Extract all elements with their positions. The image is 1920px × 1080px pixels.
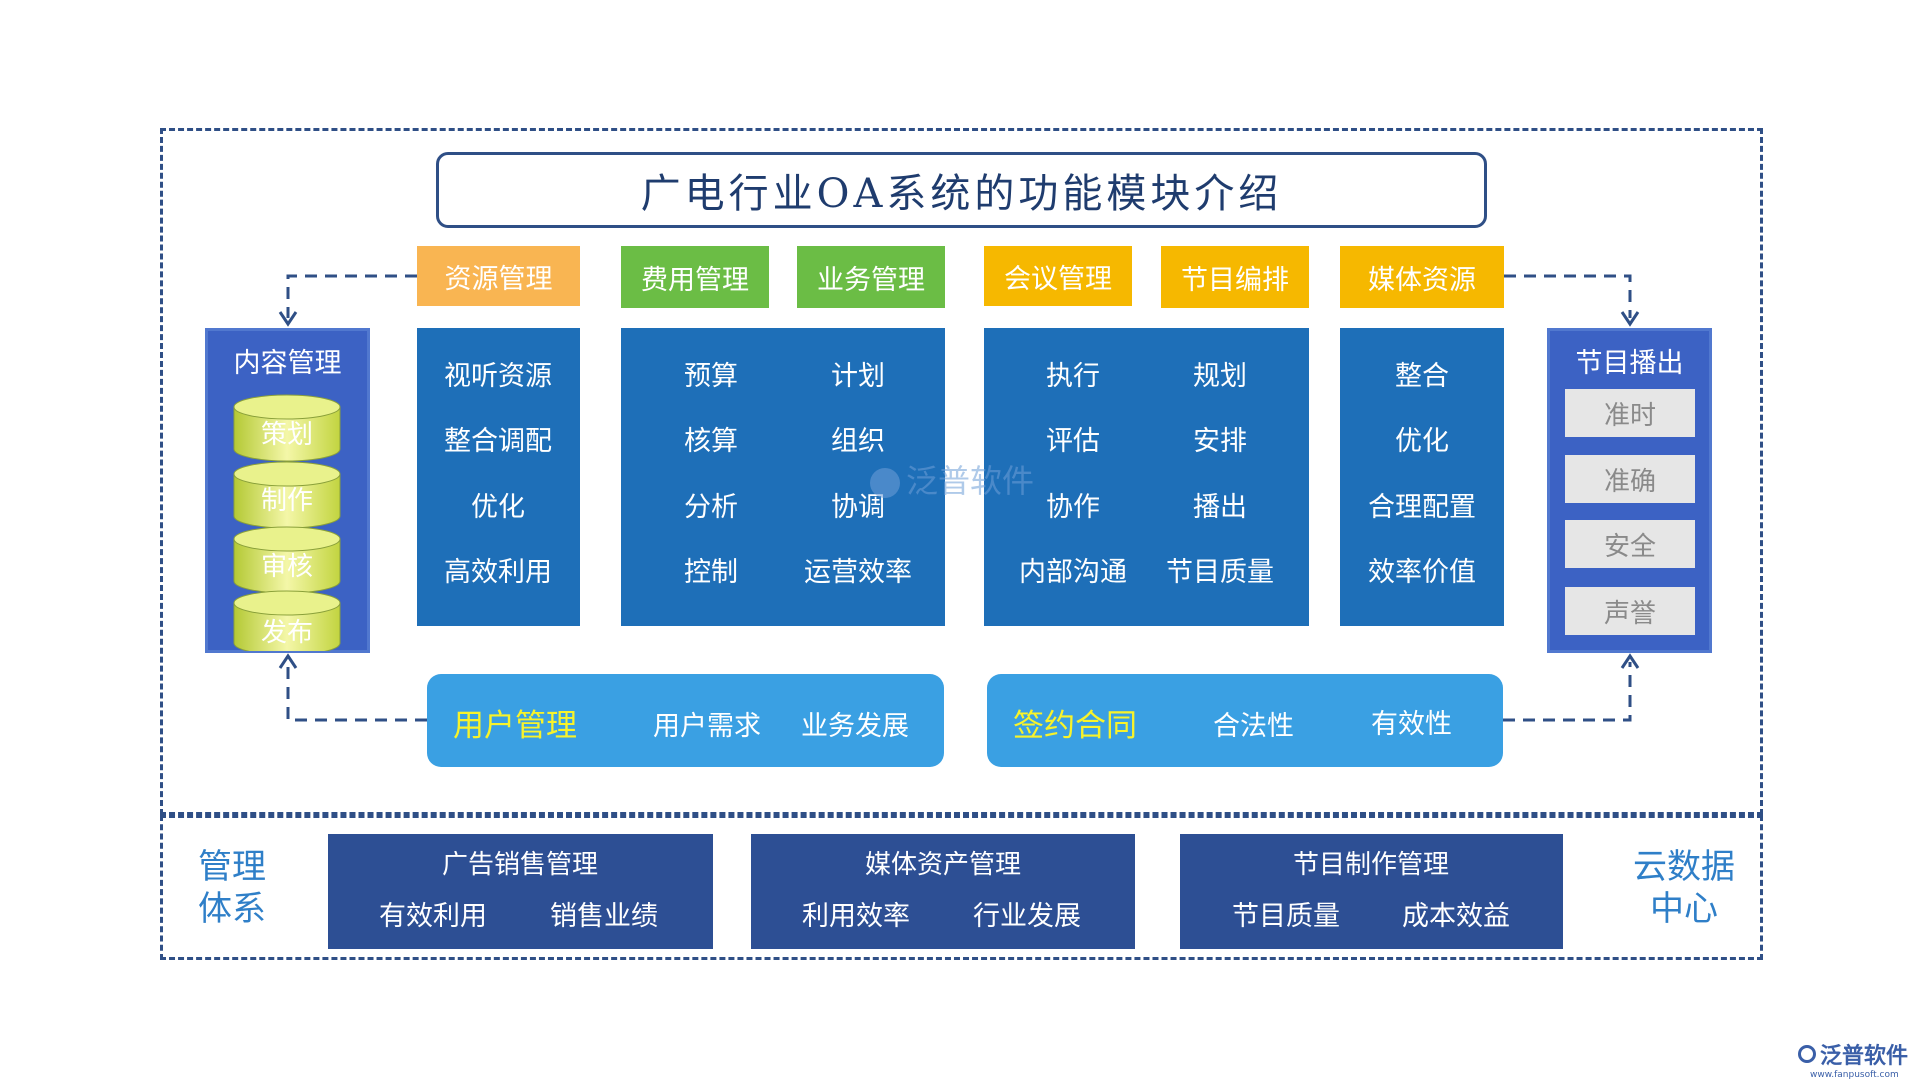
box-title: 广告销售管理 [441, 850, 599, 880]
pill-title: 签约合同 [1013, 708, 1137, 744]
tag-media: 媒体资源 [1340, 246, 1504, 308]
list-item: 整合 [1395, 361, 1449, 392]
list-item: 协调 [831, 492, 885, 523]
upper-frame [160, 128, 1763, 815]
tag-resource: 资源管理 [417, 246, 580, 306]
panel-title: 节目播出 [1575, 348, 1684, 379]
label-line: 云数据 [1633, 847, 1735, 887]
list-item: 计划 [831, 361, 885, 392]
list-item: 组织 [831, 426, 885, 457]
cylinder-stack: 策划 制作 审核 发布 [233, 394, 341, 651]
list-item: 高效利用 [444, 557, 552, 588]
box-title: 节目制作管理 [1292, 850, 1450, 880]
list-item: 规划 [1193, 361, 1247, 392]
list-item: 内部沟通 [1019, 557, 1127, 588]
pill-item: 用户需求 [653, 711, 761, 742]
bottom-box-ad-sales: 广告销售管理 有效利用 销售业绩 [328, 834, 713, 949]
list-item: 整合调配 [444, 426, 552, 457]
lower-frame [160, 815, 1763, 960]
panel-media: 整合 优化 合理配置 效率价值 [1340, 328, 1504, 626]
cylinder-segment: 审核 [233, 526, 341, 594]
label-line: 管理 [198, 847, 266, 887]
bottom-box-media-assets: 媒体资产管理 利用效率 行业发展 [751, 834, 1135, 949]
tag-business: 业务管理 [797, 246, 945, 308]
bottom-box-program-production: 节目制作管理 节目质量 成本效益 [1180, 834, 1563, 949]
list-item: 播出 [1193, 492, 1247, 523]
list-item: 节目质量 [1166, 557, 1274, 588]
panel-meeting-program: 执行 评估 协作 内部沟通 规划 安排 播出 节目质量 [984, 328, 1309, 626]
label-cloud-data-center: 云数据 中心 [1624, 846, 1744, 930]
broadcast-item: 准时 [1565, 389, 1695, 437]
box-item: 成本效益 [1402, 901, 1510, 932]
cylinder-segment: 策划 [233, 394, 341, 462]
cylinder-label: 制作 [261, 486, 313, 516]
cylinder-segment: 发布 [233, 590, 341, 651]
panel-title: 内容管理 [233, 348, 342, 379]
list-item: 优化 [471, 492, 525, 523]
list-item: 分析 [684, 492, 738, 523]
watermark: 泛普软件 [870, 456, 1034, 502]
list-item: 执行 [1046, 361, 1100, 392]
tag-meeting: 会议管理 [984, 246, 1132, 306]
cylinder-label: 审核 [261, 552, 313, 582]
list-item: 控制 [684, 557, 738, 588]
logo-url: www.fanpusoft.com [1810, 1070, 1899, 1080]
panel-content-management: 内容管理 策划 制作 审核 发布 [205, 328, 370, 653]
list-item: 运营效率 [804, 557, 912, 588]
box-item: 销售业绩 [550, 901, 658, 932]
broadcast-item: 声誉 [1565, 587, 1695, 635]
watermark-icon [870, 468, 900, 498]
panel-broadcast: 节目播出 准时 准确 安全 声誉 [1547, 328, 1712, 653]
box-item: 利用效率 [802, 901, 910, 932]
pill-item: 业务发展 [801, 711, 909, 742]
panel-resource: 视听资源 整合调配 优化 高效利用 [417, 328, 580, 626]
list-item: 核算 [684, 426, 738, 457]
label-management-system: 管理 体系 [190, 846, 274, 930]
list-item: 效率价值 [1368, 557, 1476, 588]
list-item: 评估 [1046, 426, 1100, 457]
list-item: 预算 [684, 361, 738, 392]
cylinder-segment: 制作 [233, 461, 341, 529]
pill-item: 合法性 [1213, 711, 1294, 742]
cylinder-label: 发布 [261, 618, 313, 648]
cylinder-label: 策划 [261, 420, 313, 450]
pill-title: 用户管理 [453, 708, 577, 744]
box-item: 行业发展 [973, 901, 1081, 932]
brand-logo: 泛普软件 www.fanpusoft.com [1798, 1038, 1918, 1080]
logo-icon [1798, 1045, 1816, 1063]
label-line: 中心 [1650, 889, 1718, 929]
label-line: 体系 [198, 889, 266, 929]
box-title: 媒体资产管理 [864, 850, 1022, 880]
list-item: 合理配置 [1368, 492, 1476, 523]
broadcast-item: 安全 [1565, 520, 1695, 568]
pill-item: 有效性 [1371, 709, 1452, 740]
list-item: 优化 [1395, 426, 1449, 457]
list-item: 视听资源 [444, 361, 552, 392]
box-item: 有效利用 [379, 901, 487, 932]
tag-cost: 费用管理 [621, 246, 769, 308]
tag-program: 节目编排 [1161, 246, 1309, 308]
pill-contract: 签约合同 合法性 有效性 [987, 674, 1503, 767]
pill-user-management: 用户管理 用户需求 业务发展 [427, 674, 944, 767]
list-item: 安排 [1193, 426, 1247, 457]
box-item: 节目质量 [1232, 901, 1340, 932]
list-item: 协作 [1046, 492, 1100, 523]
broadcast-item: 准确 [1565, 455, 1695, 503]
diagram-title: 广电行业OA系统的功能模块介绍 [436, 152, 1487, 228]
